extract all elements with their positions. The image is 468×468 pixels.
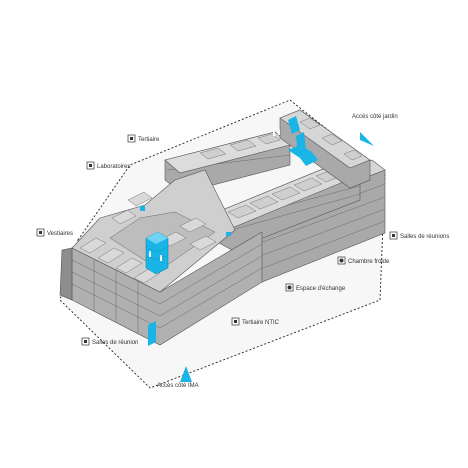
access-garden-label: Accès côté jardin xyxy=(352,114,398,120)
label-chambre-froide: Chambre froide xyxy=(337,256,390,265)
circulation-cores xyxy=(140,116,318,346)
svg-text:Tertiaire NTIC: Tertiaire NTIC xyxy=(242,320,280,326)
people-icon xyxy=(149,129,280,261)
label-tertiaire-ntic: Tertiaire NTIC xyxy=(231,317,280,326)
label-tertiaire: Tertiaire xyxy=(127,134,160,143)
access-ima-icon xyxy=(180,366,192,382)
label-espace-echange: Espace d'échange xyxy=(285,283,346,292)
label-salles-reunions: Salles de réunions xyxy=(389,231,449,240)
label-laboratoires: Laboratoires xyxy=(86,161,130,170)
top-right-wing xyxy=(279,109,371,189)
svg-text:Tertiaire: Tertiaire xyxy=(138,137,160,143)
label-vestiaires: Vestiaires xyxy=(36,228,73,237)
svg-text:Salles de réunions: Salles de réunions xyxy=(400,234,449,240)
right-block-floor-lines xyxy=(249,183,386,271)
left-block xyxy=(59,169,263,346)
left-block-roof-modules xyxy=(79,191,217,284)
svg-text:Laboratoires: Laboratoires xyxy=(97,164,130,170)
svg-text:Vestiaires: Vestiaires xyxy=(47,231,73,237)
access-garden-icon xyxy=(360,132,374,146)
access-ima-label: Accès côté IMA xyxy=(157,383,199,389)
svg-text:Espace d'échange: Espace d'échange xyxy=(296,286,346,292)
svg-text:Salles de réunion: Salles de réunion xyxy=(92,340,138,346)
svg-text:Chambre froide: Chambre froide xyxy=(348,259,390,265)
label-salles-reunion: Salles de réunion xyxy=(81,337,138,346)
